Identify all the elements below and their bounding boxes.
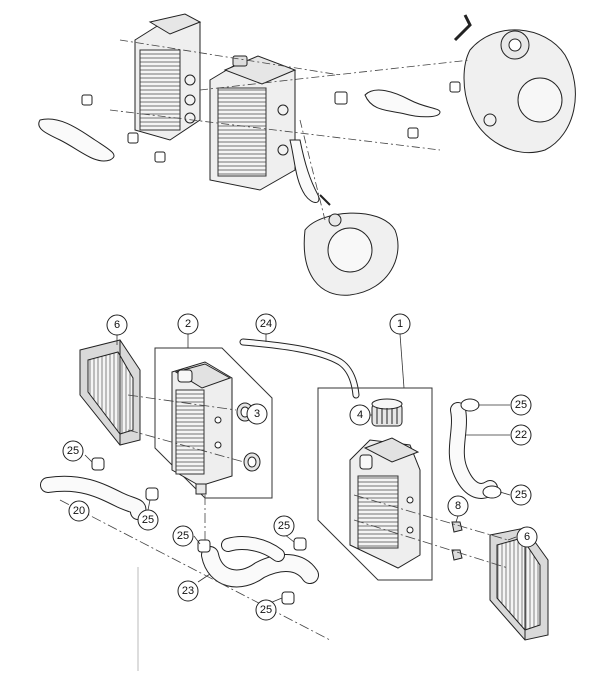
callout-24: 24 — [255, 313, 277, 335]
svg-text:25: 25 — [260, 604, 272, 616]
callout-2: 2 — [177, 313, 199, 335]
overview-clamps — [81, 81, 461, 163]
svg-text:6: 6 — [114, 319, 120, 331]
overview-pump-cover — [453, 14, 576, 154]
svg-text:25: 25 — [515, 399, 527, 411]
rubber-grommets — [236, 402, 261, 472]
callout-4: 4 — [349, 404, 371, 426]
svg-text:24: 24 — [260, 318, 272, 330]
overview-leader-lines — [109, 39, 471, 221]
radiator-guard-left — [79, 339, 141, 446]
callout-8: 8 — [447, 495, 469, 517]
overview-hose-left — [38, 118, 115, 162]
hose-clamp — [460, 398, 480, 412]
svg-text:4: 4 — [357, 409, 363, 421]
callout-6: 6 — [106, 314, 128, 336]
svg-text:8: 8 — [455, 500, 461, 512]
callout-6: 6 — [516, 526, 538, 548]
radiator-guard-right — [489, 527, 549, 641]
hose-clamp — [293, 537, 307, 551]
hose-clamp — [281, 591, 295, 605]
overview-cylinder-head — [303, 194, 399, 296]
svg-text:20: 20 — [73, 505, 85, 517]
hose-clamp — [145, 487, 159, 501]
callout-23: 23 — [177, 580, 199, 602]
svg-text:25: 25 — [67, 445, 79, 457]
callout-25: 25 — [62, 440, 84, 462]
assembly-leader-lines — [59, 394, 509, 641]
callouts: 6 2 24 1 4 3 25 22 — [62, 313, 538, 621]
callout-25: 25 — [255, 599, 277, 621]
radiator-cap — [371, 398, 403, 427]
callout-22: 22 — [510, 424, 532, 446]
screws — [451, 521, 463, 561]
overview-right-radiator — [209, 55, 297, 191]
group-frame-2 — [154, 347, 273, 499]
svg-text:25: 25 — [515, 489, 527, 501]
group-frame-1 — [317, 387, 433, 581]
svg-text:6: 6 — [524, 531, 530, 543]
svg-text:1: 1 — [397, 318, 403, 330]
hose-clamp — [91, 457, 105, 471]
hose-clamp — [197, 539, 211, 553]
callout-3: 3 — [246, 403, 268, 425]
svg-text:22: 22 — [515, 429, 527, 441]
svg-text:23: 23 — [182, 585, 194, 597]
radiator-left — [171, 361, 233, 495]
callout-25: 25 — [510, 484, 532, 506]
callout-25: 25 — [137, 509, 159, 531]
callout-1: 1 — [389, 313, 411, 335]
overview-hose-lower — [289, 139, 320, 203]
svg-text:2: 2 — [185, 318, 191, 330]
svg-text:25: 25 — [177, 530, 189, 542]
overview-hose-right — [364, 89, 441, 118]
svg-text:25: 25 — [278, 520, 290, 532]
svg-text:3: 3 — [254, 408, 260, 420]
overview-left-radiator — [134, 13, 202, 141]
svg-text:25: 25 — [142, 514, 154, 526]
overview-assembly — [38, 13, 576, 296]
callout-25: 25 — [172, 525, 194, 547]
callout-25: 25 — [510, 394, 532, 416]
callout-25: 25 — [273, 515, 295, 537]
callout-20: 20 — [68, 500, 90, 522]
radiator-right — [349, 437, 421, 569]
hose-clamp — [482, 485, 502, 499]
